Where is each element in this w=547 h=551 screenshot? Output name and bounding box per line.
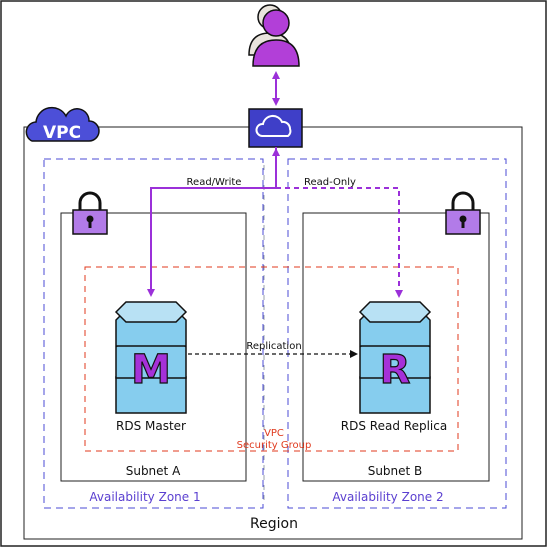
master-db-letter: M [131,347,171,393]
subnet-a-label: Subnet A [126,464,181,478]
read-only-label: Read-Only [304,177,356,188]
padlock-icon [72,191,108,235]
padlock-icon [445,191,481,235]
region-label: Region [250,516,298,532]
subnet-b-box [302,212,490,482]
master-db-label: RDS Master [116,419,186,433]
user-icon [248,4,300,67]
replication-label: Replication [246,341,301,352]
read-write-connector [147,147,277,297]
cloud-gateway-icon[interactable] [248,108,303,148]
availability-zone-2-label: Availability Zone 2 [332,490,443,504]
availability-zone-1-label: Availability Zone 1 [89,490,200,504]
vpc-badge-label: VPC [43,123,81,143]
replica-db-label: RDS Read Replica [341,419,447,433]
security-group-box [84,266,459,452]
database-icon [114,301,188,414]
security-group-label-line2: Security Group [237,440,312,451]
availability-zone-2 [287,158,507,509]
subnet-a-box [60,212,247,482]
vpc-cloud-icon: VPC [25,106,100,143]
read-write-label: Read/Write [187,177,242,188]
security-group-label-line1: VPC [264,428,284,439]
replica-db-letter: R [380,347,411,393]
subnet-b-label: Subnet B [368,464,423,478]
database-icon [358,301,432,414]
availability-zone-1 [43,158,264,509]
read-only-connector [276,187,403,298]
